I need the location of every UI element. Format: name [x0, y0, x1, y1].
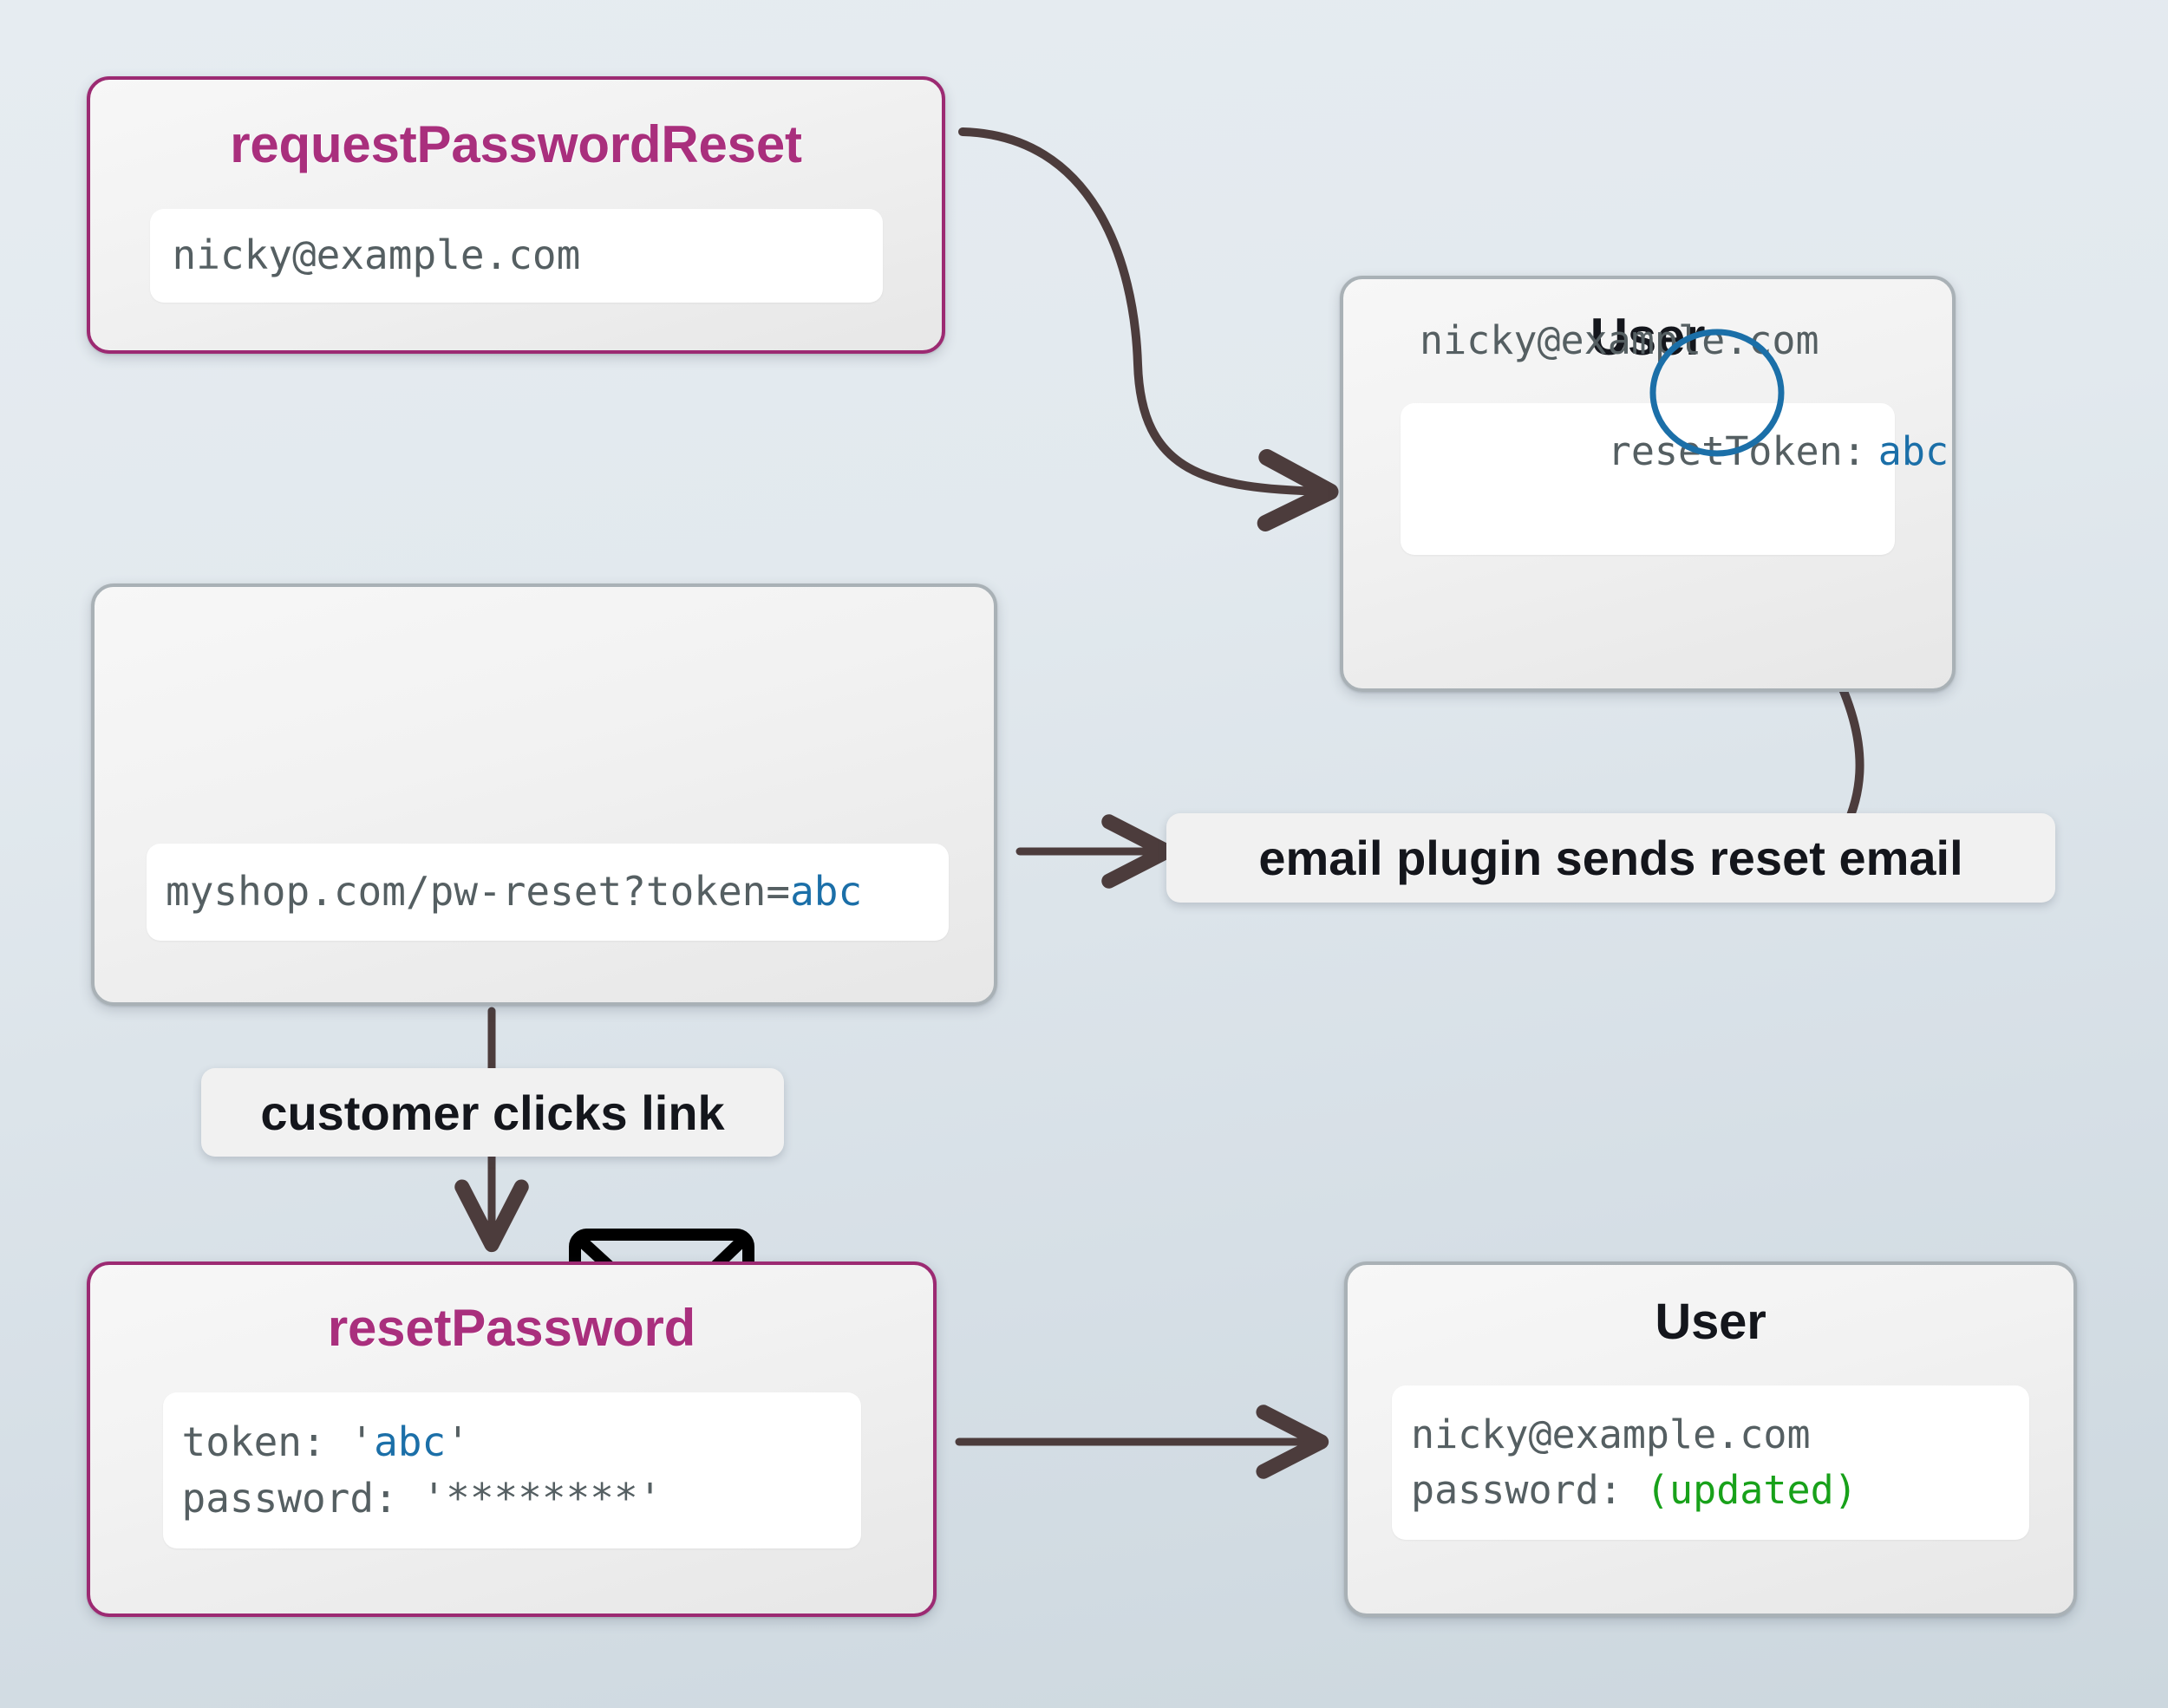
reset-password-row: password: '********': [182, 1470, 842, 1527]
reset-password-label: password:: [181, 1475, 398, 1522]
edge-label-customer-clicks: customer clicks link: [201, 1068, 784, 1157]
user-top-token-value: abc: [1877, 427, 1949, 474]
field-reset-password: token: 'abc' password: '********': [162, 1392, 861, 1548]
user-bottom-password-label: password:: [1411, 1467, 1623, 1513]
node-request-password-reset[interactable]: requestPasswordReset nicky@example.com: [87, 76, 945, 354]
reset-token-row: token: 'abc': [182, 1414, 842, 1470]
user-bottom-password-row: password: (updated): [1411, 1463, 2010, 1518]
user-top-token-row: resetToken:abc: [1420, 329, 1949, 645]
edge-label-email-plugin: email plugin sends reset email: [1166, 813, 2055, 903]
node-title-reset-password: resetPassword: [327, 1299, 696, 1357]
node-email-message[interactable]: myshop.com/pw-reset?token=abc: [91, 583, 997, 1376]
field-user-bottom: nicky@example.com password: (updated): [1392, 1385, 2029, 1540]
node-reset-password[interactable]: resetPassword token: 'abc' password: '**…: [87, 1261, 937, 1617]
reset-token-quote-open: ': [325, 1418, 375, 1465]
email-url-row: myshop.com/pw-reset?token=abc: [166, 864, 930, 920]
user-bottom-password-value: (updated): [1622, 1467, 1858, 1513]
reset-token-label: token:: [181, 1418, 326, 1465]
user-bottom-email: nicky@example.com: [1411, 1411, 1811, 1458]
node-user-bottom[interactable]: User nicky@example.com password: (update…: [1344, 1261, 2077, 1617]
field-email-url: myshop.com/pw-reset?token=abc: [147, 844, 949, 941]
node-title-user-bottom: User: [1655, 1294, 1766, 1350]
reset-password-value: '********': [397, 1475, 663, 1522]
node-title-request-password-reset: requestPasswordReset: [230, 115, 802, 173]
email-url-token: abc: [790, 868, 863, 916]
reset-token-quote-close: ': [446, 1418, 470, 1465]
reset-token-value: abc: [374, 1418, 447, 1465]
token-highlight-circle-icon: [1649, 329, 1785, 457]
email-url-prefix: myshop.com/pw-reset?token=: [166, 868, 791, 916]
request-email-value: nicky@example.com: [172, 231, 581, 279]
field-user-top: nicky@example.com resetToken:abc: [1401, 317, 1949, 555]
node-user-top[interactable]: User nicky@example.com resetToken:abc: [1340, 276, 1956, 692]
edge-request-to-user: [958, 127, 1339, 531]
field-request-email: nicky@example.com: [149, 209, 883, 303]
